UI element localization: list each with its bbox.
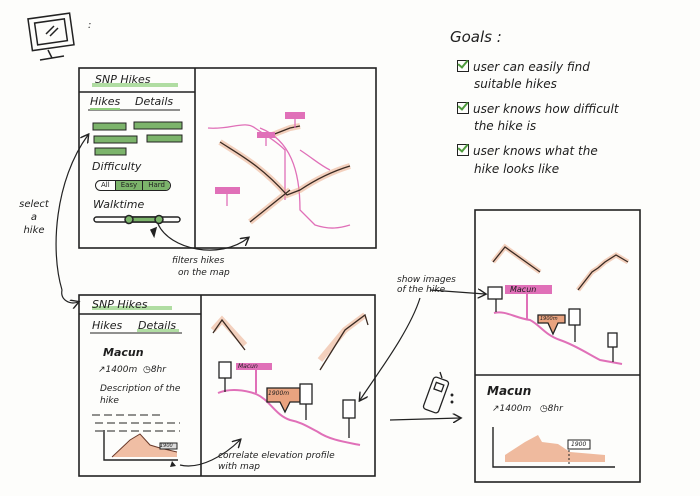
walktime-slider[interactable] — [93, 214, 181, 239]
map-overview[interactable] — [207, 112, 351, 229]
tab-hikes[interactable]: Hikes — [92, 319, 123, 332]
goal-item: user knows what the — [457, 144, 598, 158]
screen1-frame — [78, 67, 377, 249]
goal-item-cont: the hike is — [474, 119, 537, 133]
difficulty-easy[interactable]: Easy — [115, 181, 144, 190]
walktime-label: Walktime — [93, 198, 145, 211]
mobile-frame — [474, 209, 641, 483]
checkbox-icon — [457, 102, 469, 114]
tab-details[interactable]: Details — [135, 95, 174, 108]
arrows — [55, 135, 485, 467]
goals-title: Goals : — [450, 28, 502, 46]
goal-item: user knows how difficult — [457, 102, 619, 116]
clock-icon: ◷ — [539, 404, 548, 414]
map-elevation-marker: 1900m — [268, 390, 290, 397]
goal-item: user can easily find — [457, 60, 590, 74]
mobile-phone-icon — [422, 371, 454, 414]
goal-item-cont: hike looks like — [474, 162, 560, 176]
hike-description: Description of the — [100, 384, 181, 394]
elevation-icon: ↗ — [492, 404, 500, 414]
mobile-hike-stats: ↗1400m ◷8hr — [492, 404, 563, 414]
checkbox-icon — [457, 144, 469, 156]
goal-item-cont: suitable hikes — [474, 77, 557, 91]
mobile-map-elevation: 1900m — [540, 316, 558, 322]
difficulty-label: Difficulty — [92, 160, 142, 173]
clock-icon: ◷ — [142, 365, 151, 375]
tab-details[interactable]: Details — [138, 319, 177, 332]
elevation-icon: ↗ — [98, 365, 106, 375]
app-title: SNP Hikes — [92, 298, 148, 311]
screen2-frame — [78, 294, 376, 477]
annotation-filters: filters hikes on the map — [172, 256, 230, 278]
mobile-map-hike-label[interactable]: Macun — [510, 285, 537, 294]
chart-marker: 1900 — [160, 443, 173, 449]
map-hike-label[interactable]: Macun — [238, 363, 258, 370]
hike-list[interactable] — [92, 121, 183, 156]
map-detail[interactable] — [210, 312, 369, 446]
hike-stats: ↗1400m ◷8hr — [98, 365, 166, 375]
mobile-hike-name: Macun — [487, 384, 532, 398]
annotation-show-images: show images of the hike — [397, 275, 456, 295]
difficulty-hard[interactable]: Hard — [143, 181, 170, 190]
hike-name: Macun — [103, 346, 144, 359]
annotation-correlate: correlate elevation profile with map — [218, 451, 335, 472]
monitor-icon — [27, 12, 75, 61]
difficulty-all[interactable]: All — [96, 181, 116, 190]
annotation-select-hike: select a hike — [19, 199, 49, 236]
elevation-chart[interactable] — [103, 430, 178, 467]
app-title: SNP Hikes — [95, 73, 151, 86]
difficulty-selector[interactable]: All Easy Hard — [95, 180, 171, 191]
mobile-map[interactable] — [487, 243, 630, 365]
hike-description-cont: hike — [100, 396, 119, 406]
desktop-label: : — [88, 20, 92, 31]
tab-hikes[interactable]: Hikes — [90, 95, 121, 110]
mobile-elevation-chart[interactable] — [492, 427, 615, 468]
mobile-chart-marker: 1900 — [571, 441, 587, 448]
checkbox-icon — [457, 60, 469, 72]
